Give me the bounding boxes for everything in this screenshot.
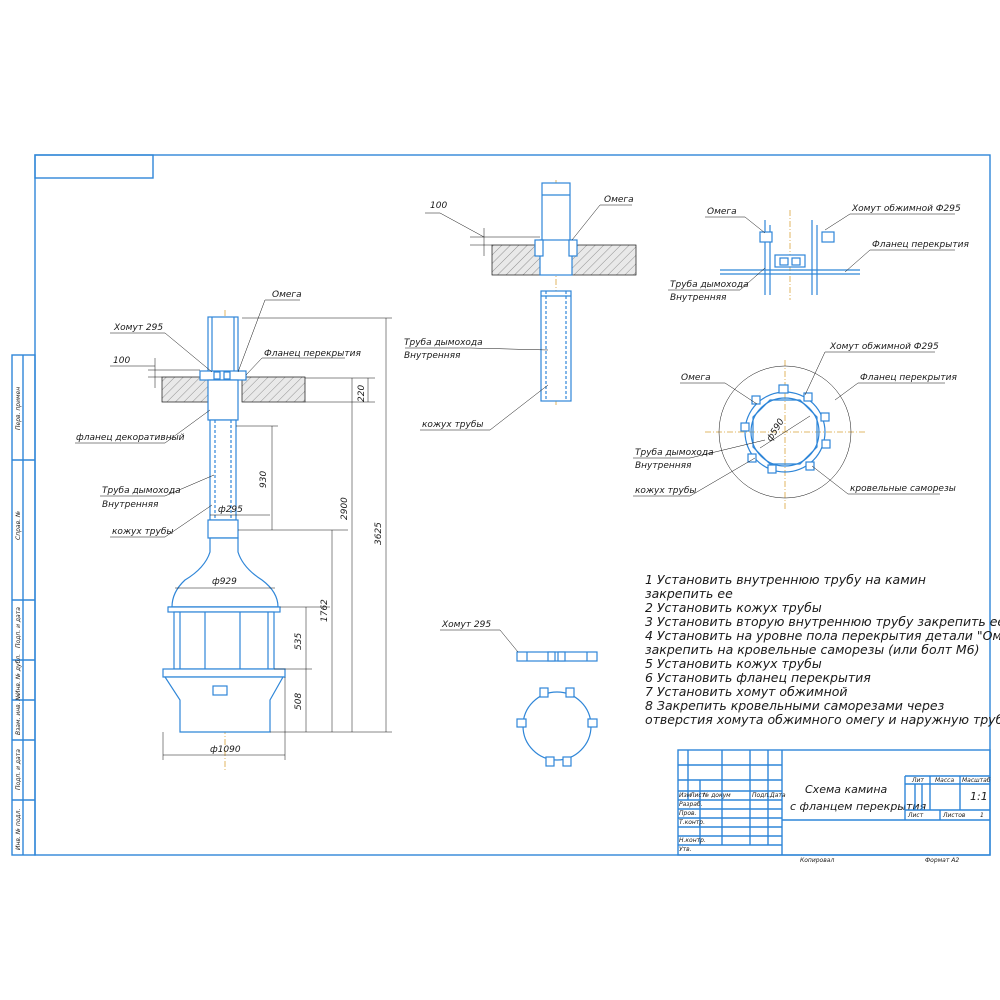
- drawing-title-line1: Схема камина: [805, 783, 888, 796]
- tb-row-prov: Пров.: [679, 810, 697, 817]
- label-flange: Фланец перекрытия: [264, 349, 361, 359]
- clamp-295-detail: Хомут 295: [440, 620, 598, 767]
- instruction-line: 8 Закрепить кровельными саморезами через: [645, 698, 945, 713]
- label-omega: Омега: [272, 290, 302, 300]
- clamp-detail-side: Омега Хомут обжимной Ф295 Фланец перекры…: [668, 204, 969, 303]
- flange-plan-view: ф590 Хомут обжимной Ф295 Фланец перекрыт…: [633, 342, 957, 510]
- label-pipe: Труба дымохода: [670, 280, 749, 290]
- side-label: Подп. и дата: [15, 607, 22, 648]
- instructions: 1 Установить внутреннюю трубу на камин з…: [645, 572, 1000, 727]
- label-clamp: Хомут 295: [113, 323, 163, 333]
- side-label: Инв. № подл.: [15, 809, 22, 850]
- tb-col-list: Лист: [689, 792, 706, 799]
- dim-508: 508: [294, 693, 304, 710]
- tb-row-nkontr: Н.контр.: [679, 837, 706, 844]
- instruction-line: 5 Установить кожух трубы: [645, 656, 822, 671]
- tb-sheets-label: Листов: [942, 812, 966, 819]
- instruction-line: 3 Установить вторую внутреннюю трубу зак…: [645, 614, 1000, 629]
- dim-535: 535: [294, 633, 304, 650]
- dim-d590: ф590: [765, 417, 787, 444]
- side-label: Взам. инв. №: [15, 694, 22, 735]
- tb-scale-value: 1:1: [970, 790, 988, 803]
- fireplace-base: [163, 676, 285, 733]
- instruction-line: 7 Установить хомут обжимной: [645, 684, 848, 699]
- side-label: Перв. примен: [15, 387, 22, 430]
- section-detail: 100 Омега Труба дымохода Внутренняя кожу…: [404, 180, 637, 431]
- sheet-frame: [11, 154, 991, 856]
- label-pipe-sub: Внутренняя: [670, 293, 727, 303]
- floor-slab: [161, 376, 209, 403]
- tb-col-date: Дата: [769, 792, 786, 799]
- label-flange: Фланец перекрытия: [872, 240, 969, 250]
- side-label: Инв. № дубл.: [15, 654, 22, 695]
- dim-d929: ф929: [212, 577, 237, 587]
- upper-pipe: [207, 316, 239, 378]
- tb-format: Формат А2: [925, 857, 959, 864]
- label-clamp: Хомут 295: [441, 620, 491, 630]
- tb-col-doc: № докум: [702, 792, 731, 799]
- clamp-tabs: [740, 384, 831, 474]
- main-view: Омега Хомут 295 Фланец перекрытия фланец…: [75, 290, 392, 770]
- dim-d1090: ф1090: [210, 745, 241, 755]
- ceiling-flange: [199, 370, 247, 381]
- dim-1762: 1762: [320, 599, 330, 622]
- instruction-line: 2 Установить кожух трубы: [645, 600, 822, 615]
- dim-220: 220: [357, 385, 367, 402]
- tb-col-izm: Изм: [679, 792, 692, 799]
- label-pipe-sub: Внутренняя: [635, 461, 692, 471]
- label-omega: Омега: [681, 373, 711, 383]
- label-pipe: Труба дымохода: [102, 486, 181, 496]
- label-omega: Омега: [604, 195, 634, 205]
- dim-2900: 2900: [340, 497, 350, 520]
- tb-sheets-value: 1: [980, 812, 984, 819]
- tb-row-razrab: Разраб.: [679, 801, 703, 808]
- instruction-line: закрепить на кровельные саморезы (или бо…: [645, 642, 980, 657]
- tb-row-tkontr: Т.контр.: [679, 819, 705, 826]
- dim-3625: 3625: [374, 522, 384, 545]
- label-casing: кожух трубы: [422, 420, 484, 430]
- dim-100: 100: [113, 356, 130, 366]
- label-omega: Омега: [707, 207, 737, 217]
- tb-col-mass: Масса: [935, 777, 954, 784]
- label-flange: Фланец перекрытия: [860, 373, 957, 383]
- label-deco-flange: фланец декоративный: [76, 433, 185, 443]
- label-pipe-sub: Внутренняя: [404, 351, 461, 361]
- dim-100: 100: [430, 201, 447, 211]
- label-pipe-sub: Внутренняя: [102, 500, 159, 510]
- instruction-line: закрепить ее: [645, 586, 733, 601]
- floor-slab: [241, 376, 306, 403]
- label-casing: кожух трубы: [635, 486, 697, 496]
- tb-copied: Копировал: [800, 857, 834, 864]
- tb-row-utv: Утв.: [679, 846, 692, 853]
- side-label: Справ. №: [15, 511, 22, 540]
- tb-col-sign: Подп.: [752, 792, 770, 799]
- instruction-line: отверстия хомута обжимного омегу и наруж…: [645, 712, 1000, 727]
- fireplace-body: [173, 611, 275, 670]
- label-casing: кожух трубы: [112, 527, 174, 537]
- label-screws: кровельные саморезы: [850, 484, 956, 494]
- label-clamp: Хомут обжимной Ф295: [851, 204, 961, 214]
- tb-sheet-label: Лист: [907, 812, 924, 819]
- tb-col-lit: Лит: [911, 777, 924, 784]
- label-pipe: Труба дымохода: [635, 448, 714, 458]
- dim-930: 930: [259, 471, 269, 488]
- label-clamp: Хомут обжимной Ф295: [829, 342, 939, 352]
- fireplace-hood: [171, 537, 279, 608]
- instruction-line: 4 Установить на уровне пола перекрытия д…: [645, 628, 1000, 643]
- side-label: Подп. и дата: [15, 749, 22, 790]
- instruction-line: 6 Установить фланец перекрытия: [645, 670, 871, 685]
- label-pipe: Труба дымохода: [404, 338, 483, 348]
- tb-col-scale: Масштаб: [962, 777, 991, 784]
- dim-d295: ф295: [218, 505, 243, 515]
- drawing-title-line2: с фланцем перекрытия: [790, 800, 927, 813]
- side-strip-labels: Перв. примен Справ. № Подп. и дата Инв. …: [15, 387, 22, 850]
- title-block: Изм Лист № докум Подп. Дата Разраб. Пров…: [677, 749, 991, 864]
- instruction-line: 1 Установить внутреннюю трубу на камин: [645, 572, 926, 587]
